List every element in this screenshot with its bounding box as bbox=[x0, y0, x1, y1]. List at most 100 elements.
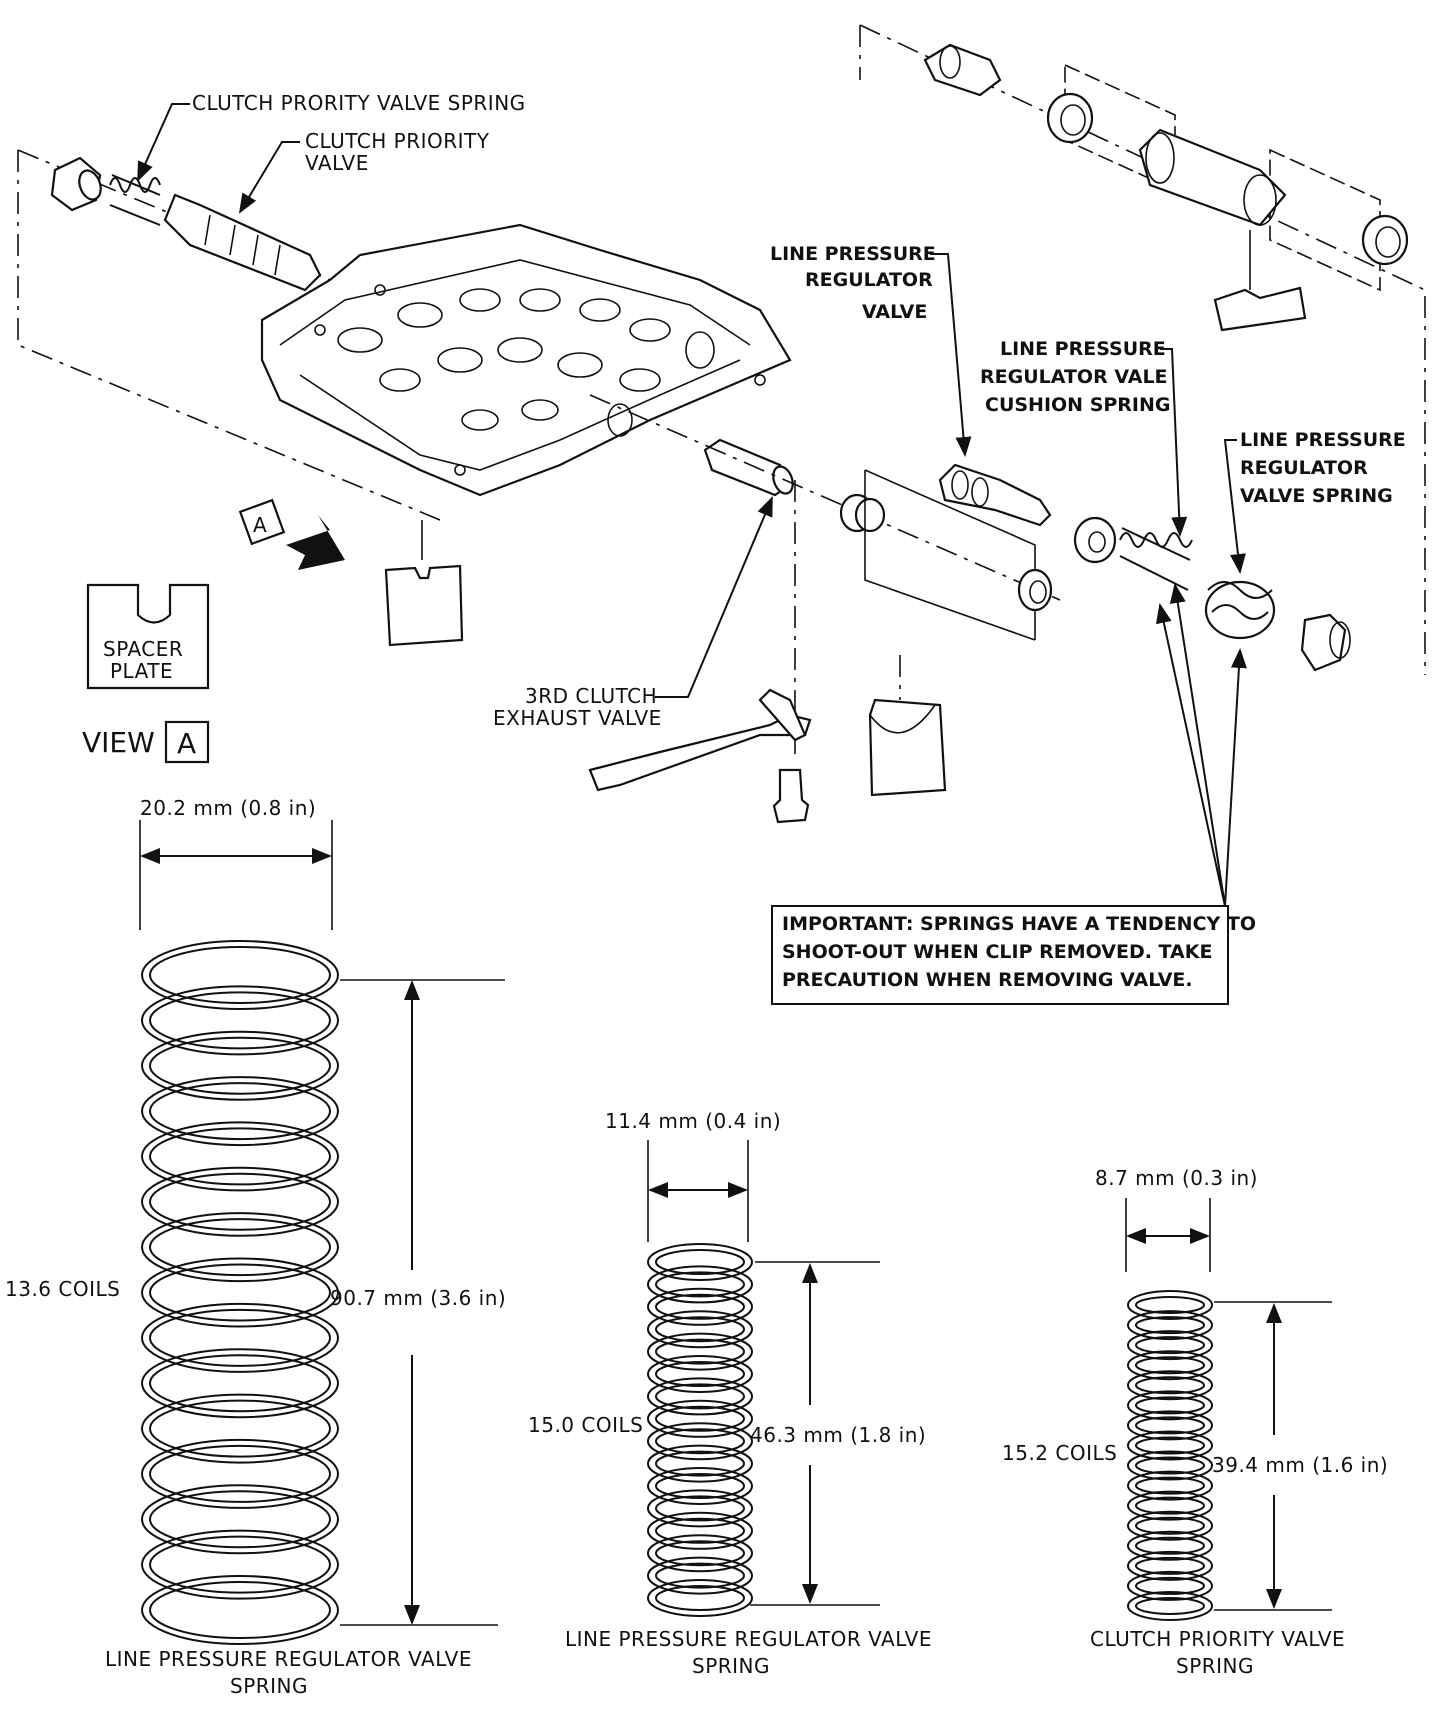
label-line-pressure-regulator-valve: LINE PRESSURE REGULATOR VALVE bbox=[770, 243, 972, 457]
svg-text:CUSHION SPRING: CUSHION SPRING bbox=[985, 394, 1171, 416]
coil-loop bbox=[647, 1287, 753, 1326]
bolt-part bbox=[772, 768, 810, 824]
svg-text:3RD CLUTCH: 3RD CLUTCH bbox=[525, 684, 657, 708]
coil-loop bbox=[1127, 1570, 1213, 1601]
coil-loop bbox=[141, 985, 339, 1056]
coil-loop bbox=[647, 1467, 753, 1505]
clip-part bbox=[868, 698, 947, 797]
coil-loop-inner bbox=[655, 1585, 745, 1611]
coil-loop-inner bbox=[149, 1354, 331, 1413]
coil-loop-inner bbox=[149, 1535, 331, 1594]
coil-loop-inner bbox=[1135, 1296, 1205, 1314]
coil-loop bbox=[647, 1265, 753, 1304]
line-pressure-regulator-valve-part bbox=[938, 463, 1052, 527]
coil-loop-inner bbox=[149, 1444, 331, 1503]
view-a-marker-letter: A bbox=[253, 513, 267, 537]
view-a-arrow: A bbox=[238, 498, 345, 570]
spring-3-coils-label: 15.2 COILS bbox=[1002, 1441, 1117, 1465]
clutch-priority-valve-part bbox=[163, 193, 322, 292]
coil-loop-inner bbox=[149, 1399, 331, 1458]
coil-loop-inner bbox=[1135, 1556, 1205, 1575]
svg-text:VIEW: VIEW bbox=[82, 726, 155, 759]
coil-loop-inner bbox=[149, 1172, 331, 1231]
coil-loop-inner bbox=[655, 1540, 745, 1567]
coil-loop-inner bbox=[1135, 1516, 1205, 1535]
coil-loop-inner bbox=[1135, 1597, 1205, 1615]
svg-text:CLUTCH PRIORITY: CLUTCH PRIORITY bbox=[305, 129, 490, 153]
spring-3-caption-2: SPRING bbox=[1176, 1654, 1254, 1678]
lever-part bbox=[588, 688, 812, 792]
svg-text:REGULATOR: REGULATOR bbox=[1240, 457, 1368, 479]
coil-loop bbox=[141, 1030, 339, 1101]
coil-loop-inner bbox=[1135, 1476, 1205, 1495]
coil-loop bbox=[647, 1310, 753, 1349]
svg-text:PLATE: PLATE bbox=[110, 659, 173, 683]
coil-loop-inner bbox=[655, 1495, 745, 1522]
svg-text:VALVE: VALVE bbox=[305, 151, 369, 175]
coil-loop-inner bbox=[149, 1308, 331, 1367]
spring-2-line-pressure-regulator-valve-spring: 11.4 mm (0.4 in) 46.3 mm (1.8 in) 15.0 C… bbox=[528, 1109, 931, 1678]
coil-loop-inner bbox=[1135, 1376, 1205, 1395]
spring-2-diameter: 11.4 mm (0.4 in) bbox=[605, 1109, 781, 1133]
svg-text:IMPORTANT: SPRINGS HAVE A TEND: IMPORTANT: SPRINGS HAVE A TENDENCY TO bbox=[782, 913, 1256, 935]
cushion-ring-part bbox=[1073, 516, 1117, 564]
svg-text:LINE PRESSURE: LINE PRESSURE bbox=[1000, 338, 1166, 360]
svg-text:A: A bbox=[177, 727, 196, 760]
coil-loop bbox=[1127, 1290, 1213, 1320]
spring-1-length: 90.7 mm (3.6 in) bbox=[330, 1286, 506, 1310]
exploded-view: A bbox=[17, 24, 1426, 1005]
coil-loop-inner bbox=[149, 946, 331, 1004]
coil-loop bbox=[647, 1489, 753, 1528]
valve-body-casting bbox=[260, 223, 792, 497]
coil-loop-inner bbox=[655, 1405, 745, 1432]
coil-loop-inner bbox=[1135, 1396, 1205, 1415]
coil-loop bbox=[141, 1575, 339, 1645]
label-regulator-spring: LINE PRESSURE REGULATOR VALVE SPRING bbox=[1223, 429, 1406, 574]
spring-3-coils bbox=[1127, 1290, 1213, 1621]
coil-loop bbox=[141, 1393, 339, 1464]
spring-1-coils-label: 13.6 COILS bbox=[5, 1277, 120, 1301]
coil-loop-inner bbox=[149, 1127, 331, 1186]
clutch-priority-plug bbox=[50, 156, 102, 212]
coil-loop-inner bbox=[149, 1263, 331, 1322]
coil-loop-inner bbox=[655, 1361, 745, 1387]
spacer-plate-tab bbox=[384, 564, 464, 647]
coil-loop bbox=[1127, 1390, 1213, 1421]
coil-loop-inner bbox=[149, 1036, 331, 1095]
coil-loop bbox=[141, 1121, 339, 1192]
coil-loop bbox=[1127, 1450, 1213, 1481]
coil-loop bbox=[647, 1377, 753, 1416]
coil-loop-inner bbox=[149, 1490, 331, 1549]
coil-loop bbox=[1127, 1510, 1213, 1541]
third-clutch-exhaust-valve-part bbox=[703, 438, 794, 497]
coil-loop bbox=[1127, 1550, 1213, 1581]
spring-1-coils bbox=[141, 940, 339, 1645]
coil-loop-inner bbox=[655, 1316, 745, 1343]
coil-loop bbox=[647, 1332, 753, 1371]
view-a-label: VIEW A bbox=[82, 720, 210, 764]
coil-loop bbox=[647, 1579, 753, 1617]
coil-loop-inner bbox=[1135, 1536, 1205, 1555]
coil-loop bbox=[1127, 1470, 1213, 1501]
coil-loop bbox=[141, 940, 339, 1010]
coil-loop bbox=[647, 1444, 753, 1483]
upper-valve-part bbox=[923, 43, 1002, 97]
coil-loop-inner bbox=[1135, 1576, 1205, 1595]
label-clutch-priority-valve-spring: CLUTCH PRORITY VALVE SPRING bbox=[137, 91, 525, 182]
label-third-clutch-exhaust-valve: 3RD CLUTCH EXHAUST VALVE bbox=[493, 496, 773, 730]
svg-text:SPACER: SPACER bbox=[103, 637, 183, 661]
upper-ring-2 bbox=[1361, 214, 1409, 266]
coil-loop bbox=[141, 1438, 339, 1509]
coil-loop bbox=[141, 1212, 339, 1283]
coil-loop-inner bbox=[1135, 1356, 1205, 1375]
coil-loop bbox=[141, 1484, 339, 1555]
svg-text:EXHAUST VALVE: EXHAUST VALVE bbox=[493, 706, 662, 730]
important-note: IMPORTANT: SPRINGS HAVE A TENDENCY TO SH… bbox=[771, 583, 1256, 1005]
coil-loop bbox=[1127, 1330, 1213, 1361]
spring-3-clutch-priority-valve-spring: 8.7 mm (0.3 in) 39.4 mm (1.6 in) 15.2 CO… bbox=[1002, 1166, 1388, 1678]
spring-2-caption-2: SPRING bbox=[692, 1654, 770, 1678]
coil-loop bbox=[647, 1422, 753, 1461]
coil-loop-inner bbox=[149, 1218, 331, 1277]
spacer-plate-view: SPACER PLATE bbox=[86, 583, 210, 690]
coil-loop bbox=[1127, 1410, 1213, 1441]
